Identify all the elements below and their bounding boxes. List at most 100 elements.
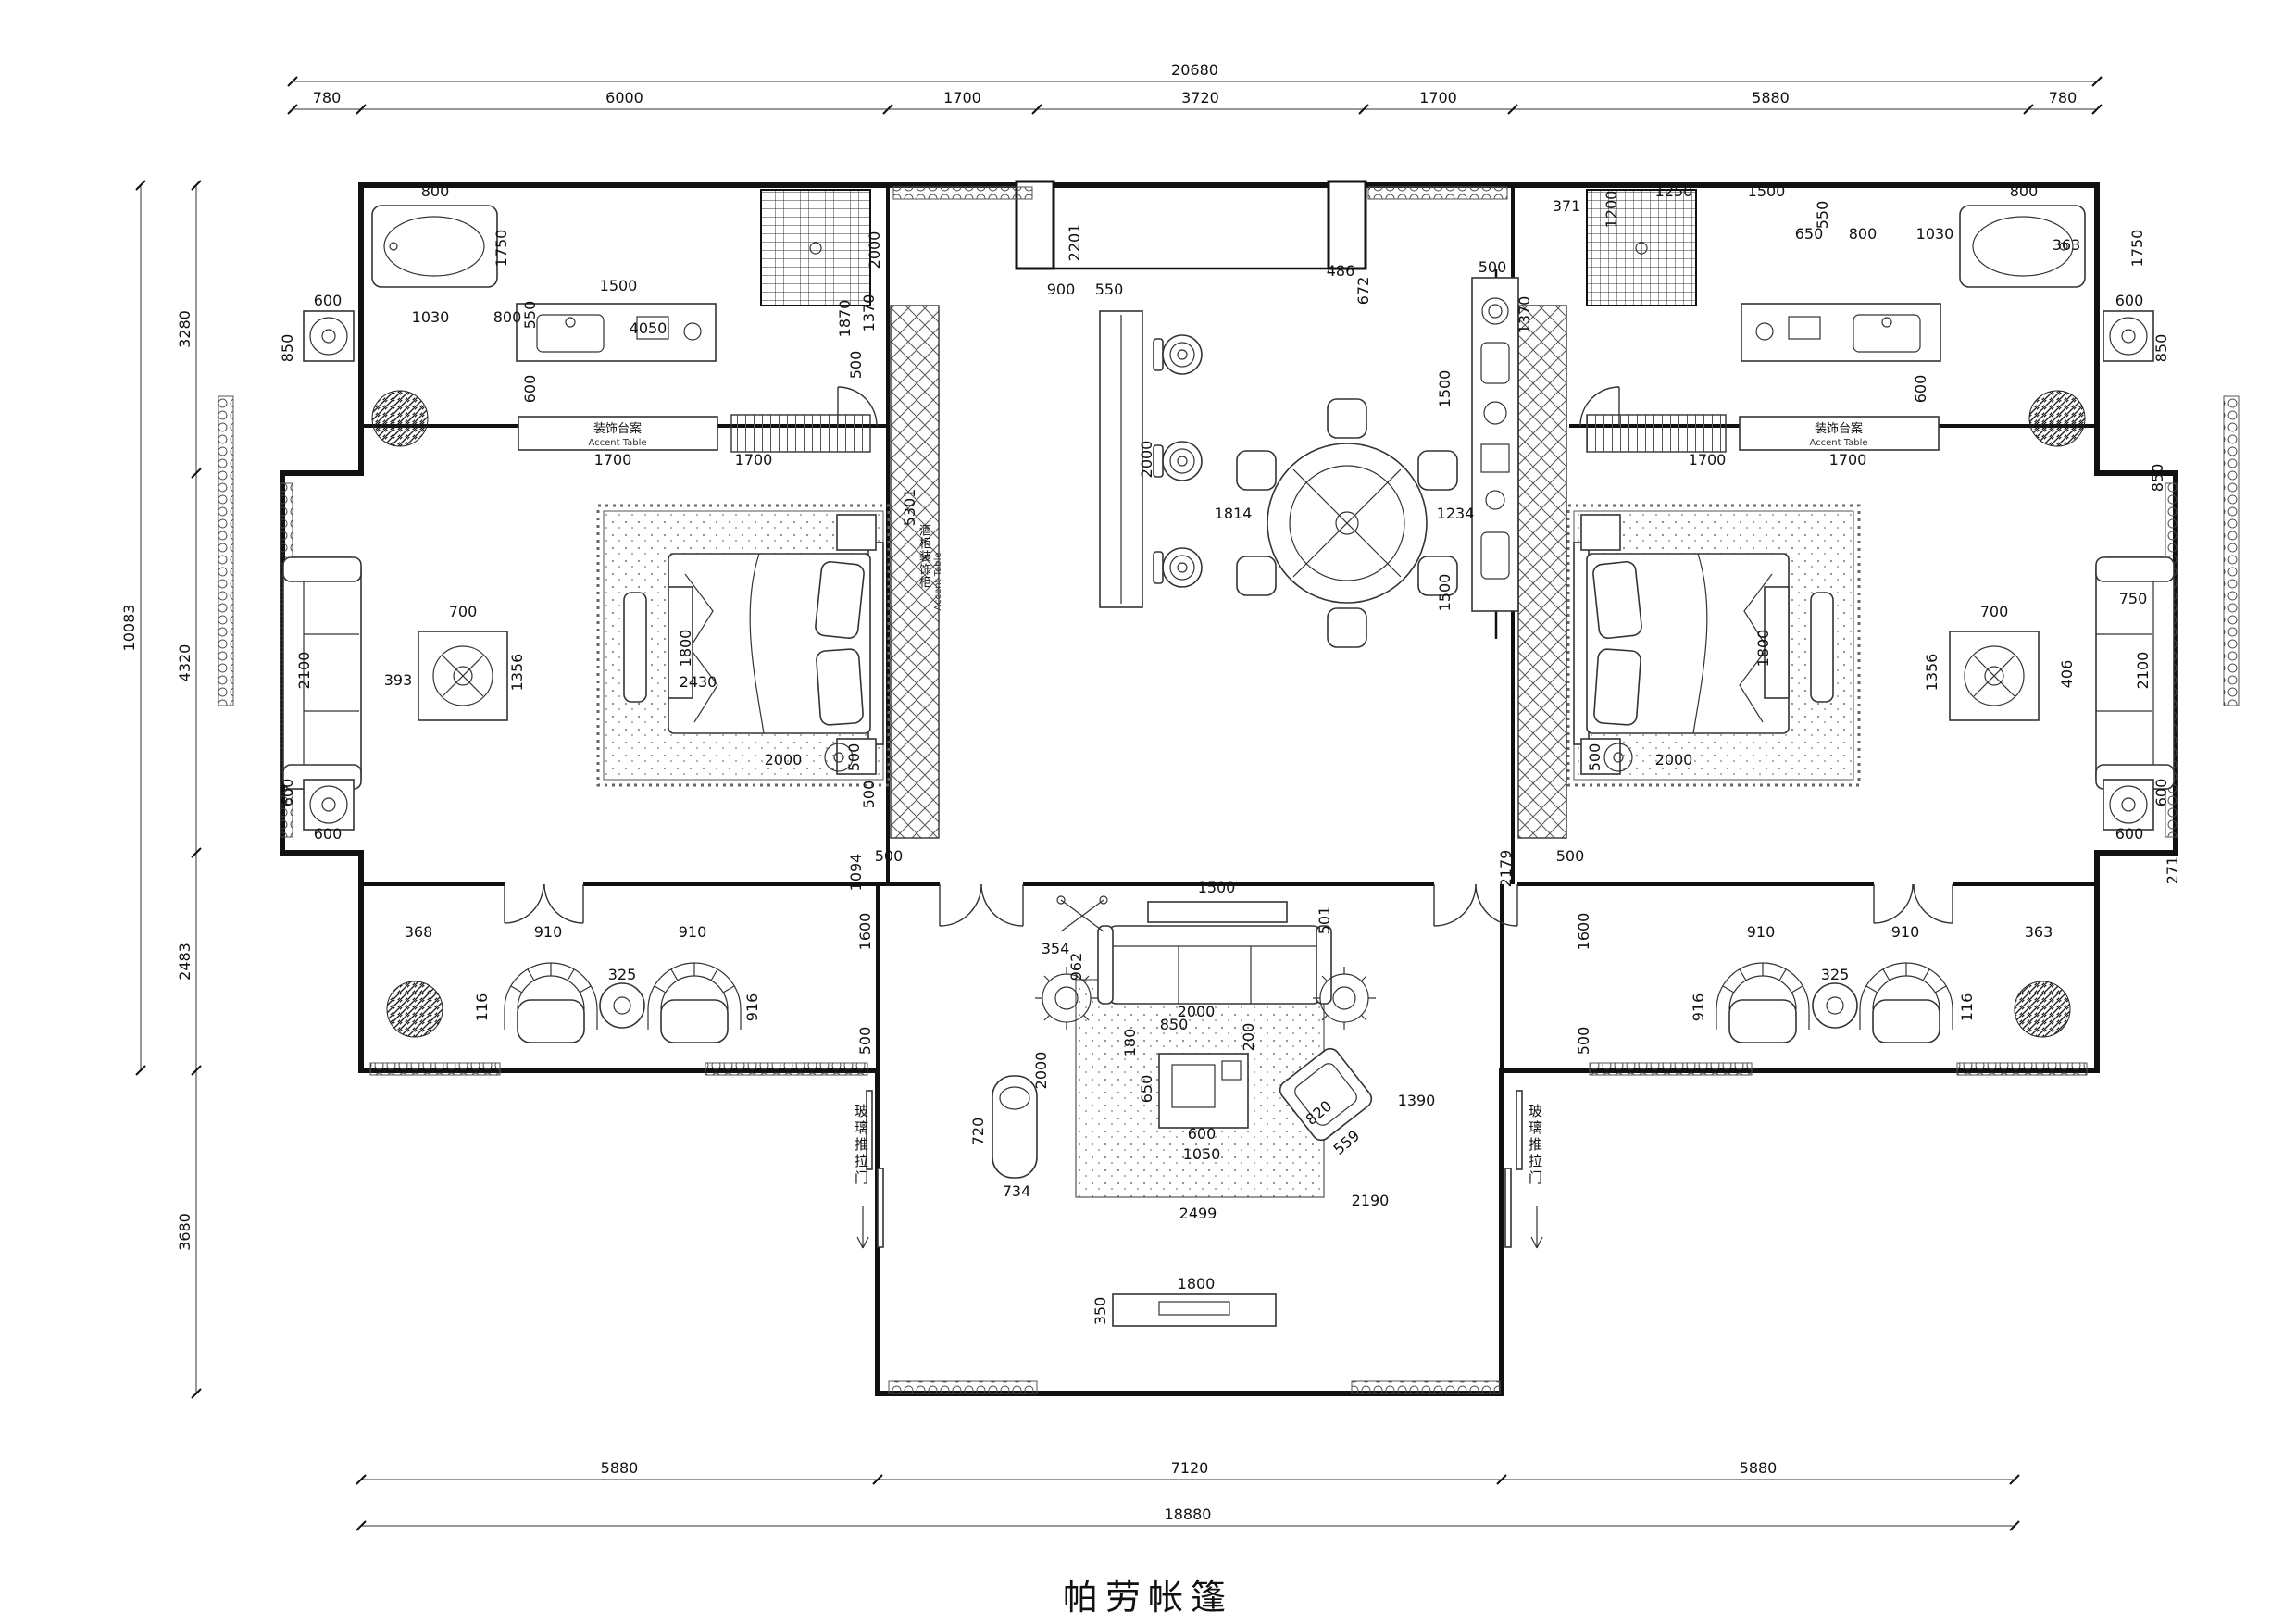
- bed-bench: [623, 592, 647, 703]
- dim-label: 2499: [1179, 1205, 1217, 1222]
- bar-stool: [1153, 441, 1203, 481]
- bed-throw: [668, 586, 693, 699]
- dim-tick: [872, 1474, 883, 1485]
- double-door-center-left: [980, 883, 1024, 927]
- fan-chair: [504, 962, 598, 1043]
- dim-label: 500: [847, 351, 865, 380]
- dim-label: 720: [969, 1118, 987, 1146]
- dim-label: 2000: [1655, 751, 1693, 768]
- dim-label: 600: [2152, 779, 2170, 807]
- dim-tick: [1507, 104, 1518, 115]
- accent-table-label-cn: 装饰台案: [1815, 422, 1863, 436]
- dim-label: 2100: [2134, 652, 2152, 690]
- dim-label: 1500: [1748, 182, 1786, 200]
- floor-lamp: [824, 743, 854, 772]
- bar-stool: [1153, 334, 1203, 375]
- arrow-down-icon: [1530, 1206, 1543, 1249]
- floor-lamp-left: [1035, 967, 1098, 1030]
- windows: [218, 186, 2240, 1394]
- entry-column-left: [1015, 180, 1055, 270]
- dim-label: 962: [1067, 953, 1085, 981]
- duvet-fold: [1692, 553, 1708, 734]
- dim-label: 1370: [1516, 296, 1533, 334]
- dim-label: 7120: [1171, 1459, 1209, 1477]
- pillow: [1593, 648, 1641, 726]
- dim-label: 4050: [630, 319, 668, 337]
- dim-label: 1700: [1689, 451, 1727, 468]
- dim-label: 10083: [120, 605, 138, 652]
- glass-door-arrows: [856, 1206, 1543, 1249]
- bar-console: [1099, 310, 1203, 608]
- dim-tick: [191, 1065, 202, 1076]
- arrow-down-icon: [856, 1206, 869, 1249]
- dim-label: 600: [2115, 825, 2144, 843]
- dim-label: 2000: [1138, 441, 1155, 479]
- dim-label: 200: [1240, 1023, 1257, 1052]
- dim-label: 271: [2164, 856, 2181, 885]
- dim-label: 2100: [295, 652, 313, 690]
- sliding-door-panel: [877, 1168, 884, 1248]
- dim-label: 1050: [1183, 1145, 1221, 1163]
- dim-tick: [135, 180, 146, 191]
- bed-left: [596, 504, 891, 787]
- side-table-left-top: [303, 310, 355, 362]
- dim-label: 500: [1575, 1027, 1592, 1056]
- dim-label: 2483: [176, 943, 193, 981]
- lounge-left: [386, 962, 742, 1043]
- armrest: [2095, 556, 2175, 582]
- dim-label: 1750: [493, 230, 510, 268]
- dim-label: 2179: [1497, 850, 1515, 888]
- dim-label: 500: [875, 847, 904, 865]
- dim-label: 2190: [1352, 1192, 1390, 1209]
- double-door-left-lounge: [504, 883, 544, 924]
- lounge-table: [599, 982, 645, 1029]
- dim-label: 850: [1160, 1016, 1189, 1033]
- sofa-center: [1097, 901, 1332, 1005]
- dim-label: 600: [521, 375, 539, 404]
- dim-tick: [2091, 76, 2103, 87]
- dim-tick: [2009, 1474, 2020, 1485]
- dim-label: 325: [1821, 966, 1850, 983]
- accent-table-label-en: Accent Table: [1809, 438, 1867, 448]
- dim-tick: [191, 468, 202, 479]
- chaise: [992, 1075, 1038, 1179]
- double-door-right-lounge: [1873, 883, 1914, 924]
- dining-chair: [1417, 556, 1458, 596]
- dim-label: 371: [1553, 197, 1581, 215]
- dim-label: 910: [1891, 923, 1920, 941]
- dim-tick: [882, 104, 893, 115]
- dim-label: 650: [1138, 1075, 1155, 1104]
- vanity-right: [1741, 303, 1941, 362]
- center-zone: Accent Table: [933, 277, 1519, 648]
- accent-table-right: 装饰台案 Accent Table: [1739, 416, 1940, 451]
- accent-table-label-cn: 装饰台案: [593, 422, 642, 436]
- plant-left-bath: [371, 390, 429, 447]
- dim-label: 354: [1042, 940, 1070, 957]
- pillow: [816, 648, 864, 726]
- shower-right: [1586, 189, 1697, 306]
- dim-label: 393: [384, 671, 413, 689]
- pillow: [1592, 561, 1642, 639]
- dining-chair: [1327, 607, 1367, 648]
- floor-lamp: [1603, 743, 1633, 772]
- wardrobe-lattice-left: [890, 305, 940, 839]
- bed-right: [1566, 504, 1861, 787]
- duvet-fold: [749, 553, 765, 734]
- dim-label: 500: [1479, 258, 1507, 276]
- sliding-door-panel: [866, 1090, 873, 1170]
- dim-label: 1356: [1923, 654, 1940, 692]
- bed-bench: [1810, 592, 1834, 703]
- dim-label: 500: [860, 781, 878, 809]
- dim-label: 406: [2058, 660, 2076, 689]
- dim-label: 368: [405, 923, 433, 941]
- dim-label: 600: [2115, 292, 2144, 309]
- dim-label: 3280: [176, 310, 193, 348]
- dim-label: 1870: [836, 300, 854, 338]
- dim-label: 500: [856, 1027, 874, 1056]
- dim-label: 1500: [1436, 370, 1454, 408]
- dim-label: 550: [1814, 201, 1831, 230]
- wine-cabinet-label: 酒柜装饰柜: [917, 524, 930, 589]
- dim-label: 780: [2049, 89, 2078, 106]
- coffee-table-center: [1158, 1053, 1249, 1129]
- rug-fringe: [596, 504, 891, 787]
